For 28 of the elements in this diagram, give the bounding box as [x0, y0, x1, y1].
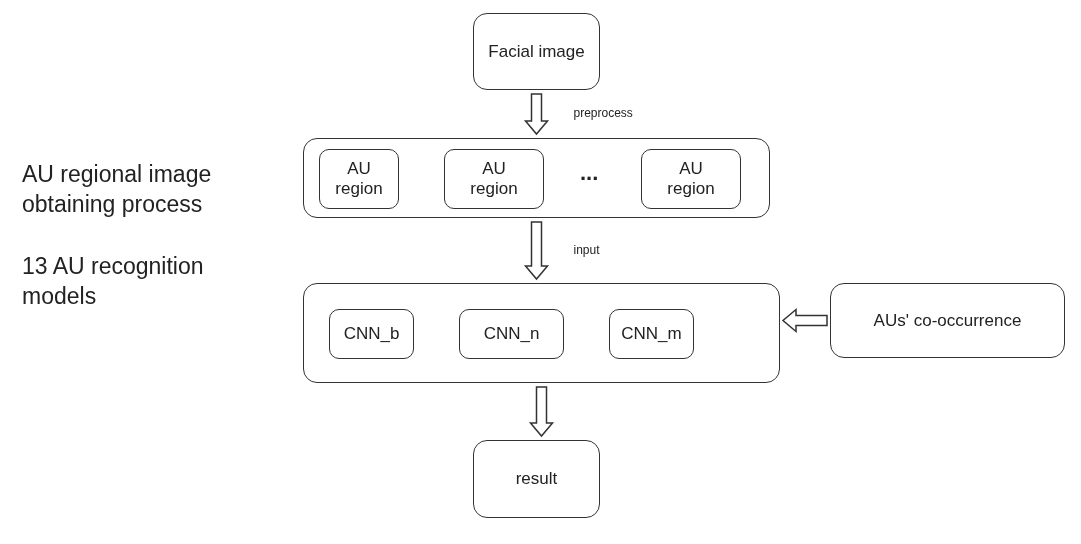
stage-label: AU regional image obtaining process	[22, 160, 213, 219]
process-box	[473, 440, 600, 518]
block-arrow	[781, 307, 828, 334]
node-label: AU region	[469, 159, 519, 199]
model-box	[641, 149, 741, 209]
container-box	[303, 283, 780, 383]
container-box	[303, 138, 770, 218]
node-label: AUs' co-occurrence	[873, 310, 1022, 331]
process-box	[473, 13, 600, 90]
model-box	[609, 309, 694, 359]
stage-label: 13 AU recognition models	[22, 252, 205, 311]
node-label: AU region	[666, 159, 716, 199]
block-arrow	[523, 93, 550, 136]
node-label: AU region	[334, 159, 384, 199]
ellipsis: ...	[580, 160, 599, 186]
process-box	[830, 283, 1065, 358]
node-label: result	[515, 469, 558, 489]
model-box	[459, 309, 564, 359]
node-label: CNN_b	[343, 324, 400, 344]
edge-label: input	[573, 242, 600, 257]
node-label: Facial image	[488, 41, 585, 62]
block-arrow	[523, 221, 550, 281]
model-box	[319, 149, 399, 209]
block-arrow	[528, 386, 555, 438]
node-label: CNN_n	[483, 324, 540, 344]
node-label: CNN_m	[621, 324, 682, 344]
model-box	[329, 309, 414, 359]
model-box	[444, 149, 544, 209]
